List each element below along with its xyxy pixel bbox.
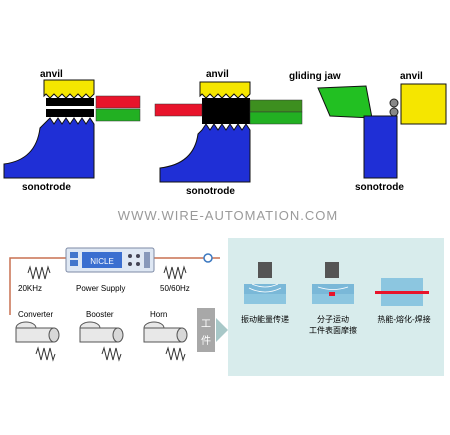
wire-strand-top bbox=[46, 98, 94, 106]
anvil bbox=[400, 83, 447, 125]
converter-label: Converter bbox=[18, 310, 53, 319]
wire-strand-bottom bbox=[389, 107, 399, 117]
power-supply-device: NICLE bbox=[65, 247, 155, 273]
device-brand: NICLE bbox=[90, 257, 114, 266]
sonotrode bbox=[363, 115, 398, 179]
cable-connector bbox=[203, 253, 213, 263]
stage-1-illustration bbox=[244, 262, 286, 304]
anvil-label: anvil bbox=[400, 71, 423, 82]
anvil-label: anvil bbox=[40, 69, 63, 80]
watermark-text: WWW.WIRE-AUTOMATION.COM bbox=[118, 208, 338, 223]
wire-strand-bottom bbox=[46, 109, 94, 117]
sonotrode bbox=[159, 123, 251, 183]
panel-3: gliding jaw anvil sonotrode bbox=[289, 71, 447, 193]
anvil bbox=[43, 79, 95, 99]
power-supply-label: Power Supply bbox=[76, 284, 125, 293]
spring-icon bbox=[165, 346, 186, 362]
gliding-jaw bbox=[317, 85, 373, 119]
sonotrode-label: sonotrode bbox=[355, 182, 404, 193]
green-wire-lower bbox=[249, 111, 303, 125]
horn-unit bbox=[143, 321, 188, 343]
horn-label: Horn bbox=[150, 310, 167, 319]
bottom-section: NICLE 20KHz Power Supply 50/60Hz Convert… bbox=[9, 238, 444, 376]
booster-label: Booster bbox=[86, 310, 114, 319]
stage-2-label-line-1: 分子运动 bbox=[317, 314, 349, 324]
weld-node bbox=[202, 98, 250, 124]
panel-1: anvil sonotrode bbox=[3, 69, 141, 193]
workpiece-label-2: 件 bbox=[201, 335, 211, 347]
spring-icon bbox=[101, 346, 122, 362]
spring-icon bbox=[163, 265, 187, 280]
process-panel bbox=[228, 238, 444, 376]
stage-2-label-line-2: 工件表面摩擦 bbox=[309, 325, 357, 335]
green-wire bbox=[249, 99, 303, 113]
spring-icon bbox=[35, 346, 56, 362]
sonotrode-label: sonotrode bbox=[186, 186, 235, 197]
frequency-label-left: 20KHz bbox=[18, 284, 42, 293]
wire-strand-top bbox=[389, 98, 399, 108]
stage-2-illustration bbox=[312, 262, 354, 304]
red-wire bbox=[154, 103, 203, 117]
anvil bbox=[199, 81, 251, 99]
arrow-right-icon bbox=[216, 318, 228, 342]
booster-unit bbox=[79, 321, 124, 343]
gliding-jaw-label: gliding jaw bbox=[289, 71, 341, 82]
green-wire bbox=[95, 108, 141, 122]
stage-1-label: 振动能量传递 bbox=[241, 314, 289, 324]
workpiece-box bbox=[197, 308, 215, 352]
anvil-label: anvil bbox=[206, 69, 229, 80]
sonotrode-label: sonotrode bbox=[22, 182, 71, 193]
red-wire bbox=[95, 95, 141, 109]
stage-3-label: 热能-熔化-焊接 bbox=[377, 314, 430, 324]
stage-3-illustration bbox=[375, 278, 429, 306]
frequency-label-right: 50/60Hz bbox=[160, 284, 190, 293]
sonotrode bbox=[3, 117, 95, 179]
converter-unit bbox=[15, 321, 60, 343]
spring-icon bbox=[27, 265, 51, 280]
workpiece-label-1: 工 bbox=[201, 319, 211, 330]
panel-2: anvil sonotrode bbox=[154, 69, 303, 197]
